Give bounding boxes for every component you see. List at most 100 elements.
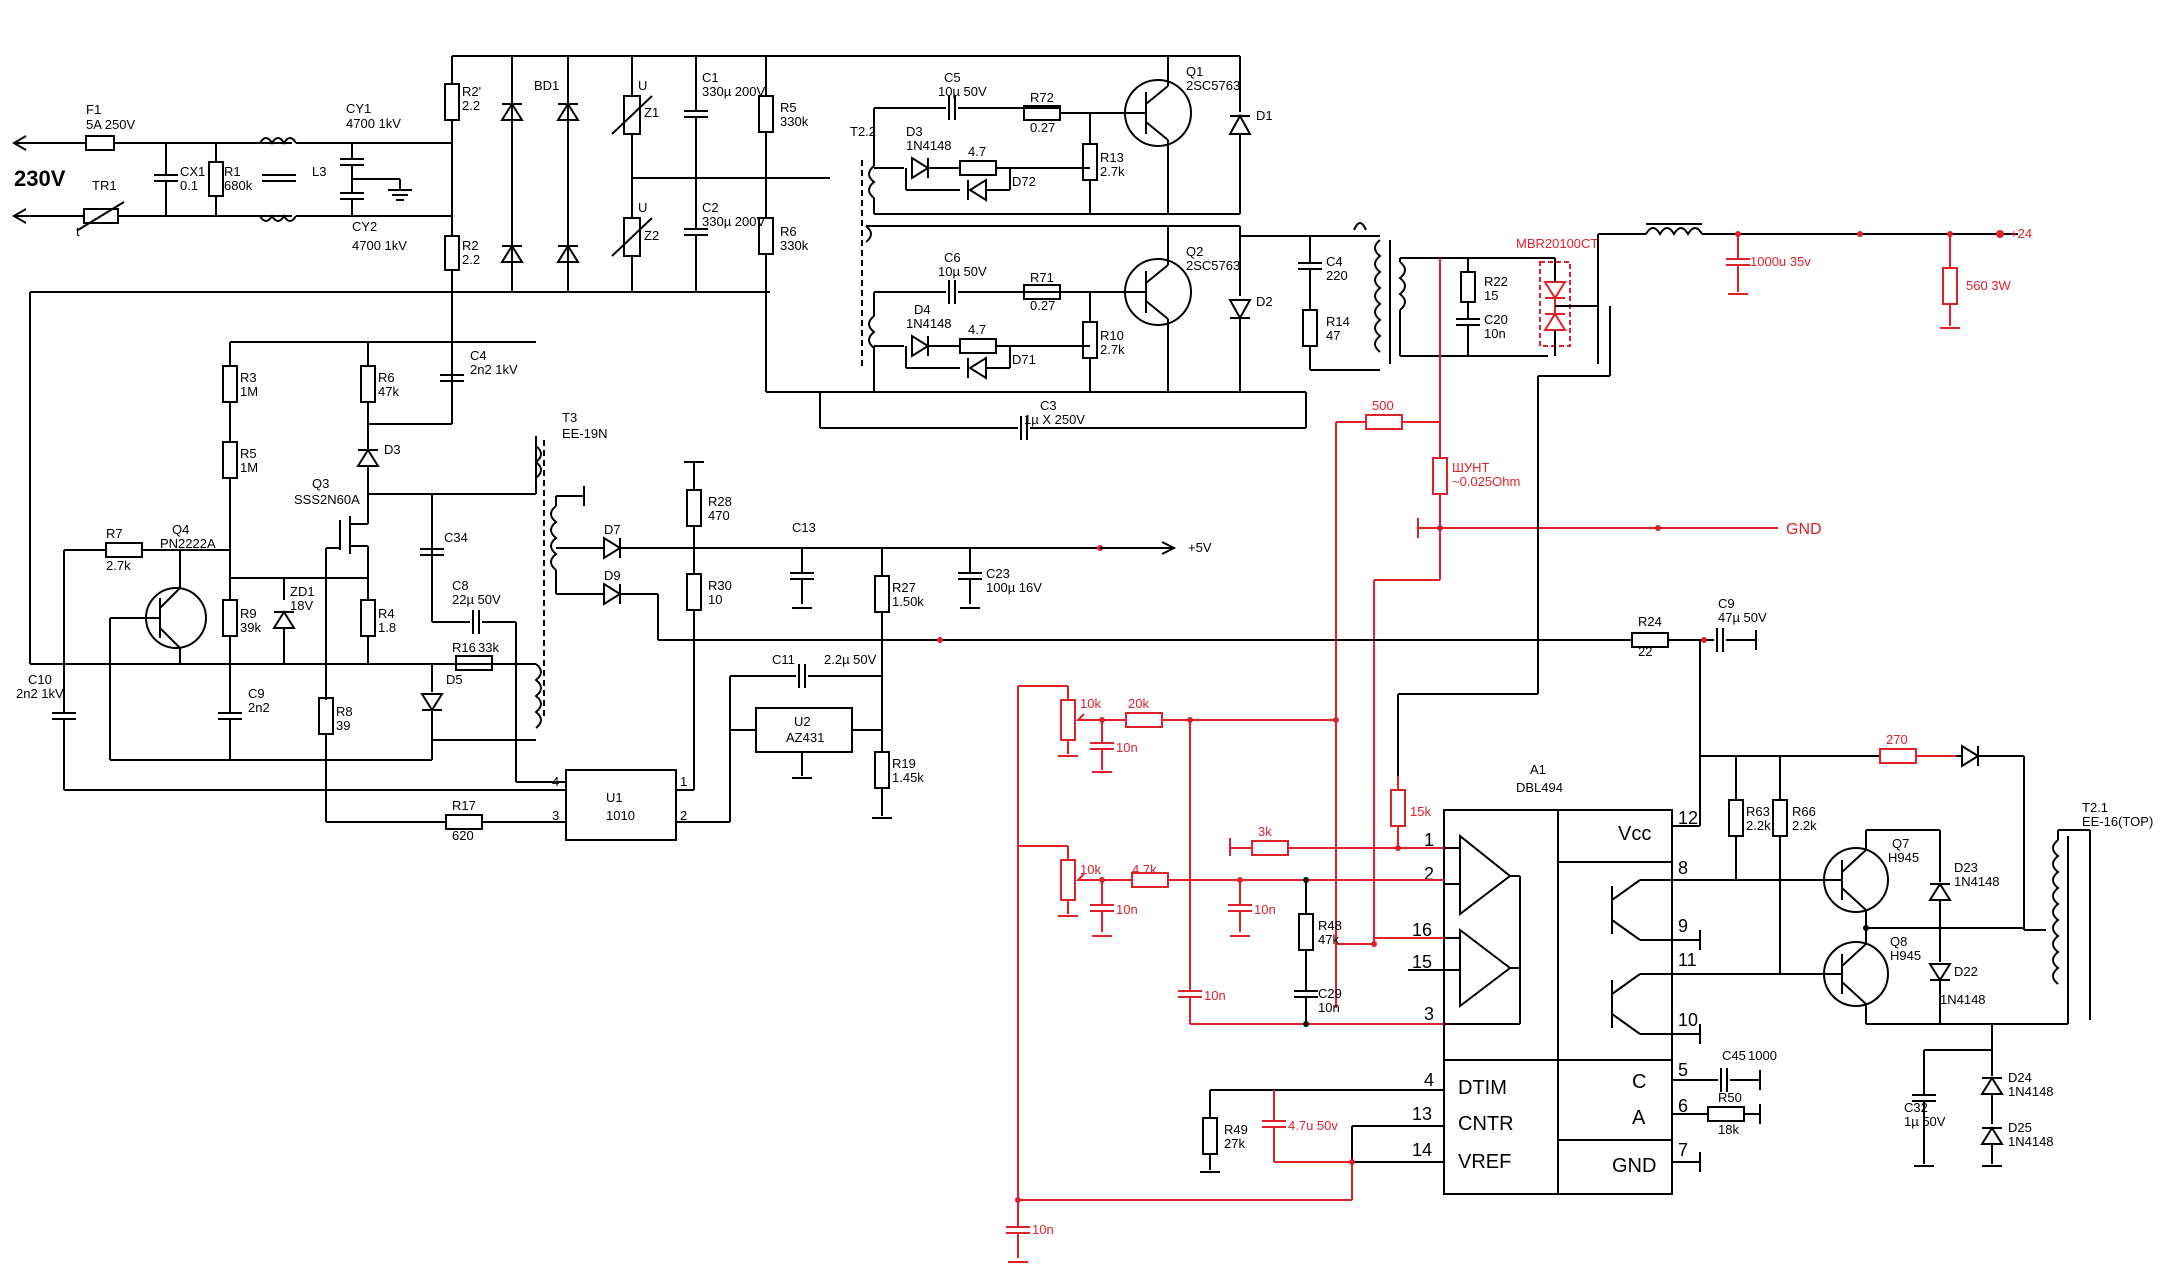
zd1-value: 18V: [290, 598, 313, 613]
resistor-15k: [1390, 789, 1406, 827]
u1-value: 1010: [606, 808, 635, 823]
c5-value: 10µ 50V: [938, 84, 987, 99]
r13-ref: R13: [1100, 150, 1124, 165]
c8-ref: C8: [452, 578, 469, 593]
c4-value: 220: [1326, 268, 1348, 283]
r1-value: 680k: [224, 178, 253, 193]
r20k-value: 20k: [1128, 696, 1149, 711]
r3-ref: R3: [240, 370, 257, 385]
c9-ref: C9: [248, 686, 265, 701]
r19-value: 1.45k: [892, 770, 924, 785]
d23-value: 1N4148: [1954, 874, 2000, 889]
t3-value: EE-19N: [562, 426, 608, 441]
pin-15: 15: [1412, 952, 1432, 972]
resistor-3k: [1251, 840, 1289, 856]
z2-ref: Z2: [644, 228, 659, 243]
pot-10k-b: [1060, 859, 1076, 901]
r17-value: 620: [452, 828, 474, 843]
r49-value: 27k: [1224, 1136, 1245, 1151]
c-d-value: 10n: [1204, 988, 1226, 1003]
d2-ref: D2: [1256, 294, 1273, 309]
r6b-value: 47k: [378, 384, 399, 399]
d9-ref: D9: [604, 568, 621, 583]
c-a-value: 10n: [1116, 740, 1138, 755]
c2-value: 330µ 200V: [702, 214, 765, 229]
shunt-value: ~0.025Ohm: [1452, 474, 1520, 489]
d22-value: 1N4148: [1940, 992, 1986, 1007]
r9-value: 39k: [240, 620, 261, 635]
u2-ref: U2: [794, 714, 811, 729]
c11-value: 2.2µ 50V: [824, 652, 877, 667]
d24-ref: D24: [2008, 1070, 2032, 1085]
r2p-value: 2.2: [462, 98, 480, 113]
f1-ref: F1: [86, 102, 101, 117]
q8-value: H945: [1890, 948, 1921, 963]
c4b-ref: C4: [470, 348, 487, 363]
r4-value: 1.8: [378, 620, 396, 635]
q2-value: 2SC5763: [1186, 258, 1240, 273]
r24-ref: R24: [1638, 614, 1662, 629]
q1-value: 2SC5763: [1186, 78, 1240, 93]
c-cntr-value: 4.7u 50v: [1288, 1118, 1338, 1133]
resistor-r66: [1772, 799, 1788, 837]
c45-ref: C45: [1722, 1048, 1746, 1063]
half-bridge-section: T2.2 C5 10µ 50V R72 0.27 D3 1N4148 4.7 D…: [819, 56, 1406, 441]
d24-value: 1N4148: [2008, 1084, 2054, 1099]
v24-label: +24: [2010, 226, 2032, 241]
u1-ref: U1: [606, 790, 623, 805]
r48-ref: R48: [1318, 918, 1342, 933]
vcc-pin-label: Vcc: [1618, 823, 1651, 845]
r5b-ref: R5: [240, 446, 257, 461]
f1-value: 5A 250V: [86, 117, 135, 132]
cy2-ref: CY2: [352, 219, 377, 234]
input-section: 230V F1 5A 250V TR1 t CX1 0.1 R1 680k L3…: [12, 101, 452, 253]
gnd-pin-label: GND: [1612, 1155, 1656, 1177]
resistor-r22: [1460, 271, 1476, 303]
r47b-value: 4.7: [968, 322, 986, 337]
resistor-r5: [758, 95, 774, 133]
driver-section: R63 2.2k R66 2.2k 270 Q7 H945 D23 1N4148…: [1699, 732, 2153, 1167]
c32-value: 1µ 50V: [1904, 1114, 1946, 1129]
pin-6: 6: [1678, 1096, 1688, 1116]
c2-ref: C2: [702, 200, 719, 215]
c45-value: 1000: [1748, 1048, 1777, 1063]
d25-value: 1N4148: [2008, 1134, 2054, 1149]
c6-value: 10µ 50V: [938, 264, 987, 279]
r2-ref: R2: [462, 238, 479, 253]
resistor-r49: [1202, 1117, 1218, 1155]
r28-ref: R28: [708, 494, 732, 509]
ic-u1: [565, 769, 677, 841]
pin-5: 5: [1678, 1060, 1688, 1080]
r10-value: 2.7k: [1100, 342, 1125, 357]
c29-value: 10n: [1318, 1000, 1340, 1015]
q4-value: PN2222A: [160, 536, 216, 551]
d1-ref: D1: [1256, 108, 1273, 123]
resistor-r5b: [222, 441, 238, 479]
c3-value: 1µ X 250V: [1024, 412, 1085, 427]
r15k-value: 15k: [1410, 804, 1431, 819]
r22-value: 15: [1484, 288, 1498, 303]
svg-text:1: 1: [680, 774, 687, 789]
r50-value: 18k: [1718, 1122, 1739, 1137]
d3-value: 1N4148: [906, 138, 952, 153]
pin-3: 3: [1424, 1004, 1434, 1024]
t21-ref: T2.1: [2082, 800, 2108, 815]
d23-ref: D23: [1954, 860, 1978, 875]
cy1-ref: CY1: [346, 101, 371, 116]
r47a-value: 4.7: [968, 144, 986, 159]
q8-ref: Q8: [1890, 934, 1907, 949]
r30-value: 10: [708, 592, 722, 607]
r7-value: 2.7k: [106, 558, 131, 573]
error-amp-2: [1459, 927, 1512, 1009]
t21-value: EE-16(TOP): [2082, 814, 2153, 829]
c-c-value: 10n: [1254, 902, 1276, 917]
svg-text:2: 2: [680, 808, 687, 823]
resistor-r19: [874, 751, 890, 789]
z1-ref: Z1: [644, 105, 659, 120]
cntr-pin-label: CNTR: [1458, 1113, 1514, 1135]
pin-7: 7: [1678, 1140, 1688, 1160]
pin-14: 14: [1412, 1140, 1432, 1160]
r66-ref: R66: [1792, 804, 1816, 819]
r16-ref: R16: [452, 640, 476, 655]
resistor-500: [1365, 414, 1403, 430]
